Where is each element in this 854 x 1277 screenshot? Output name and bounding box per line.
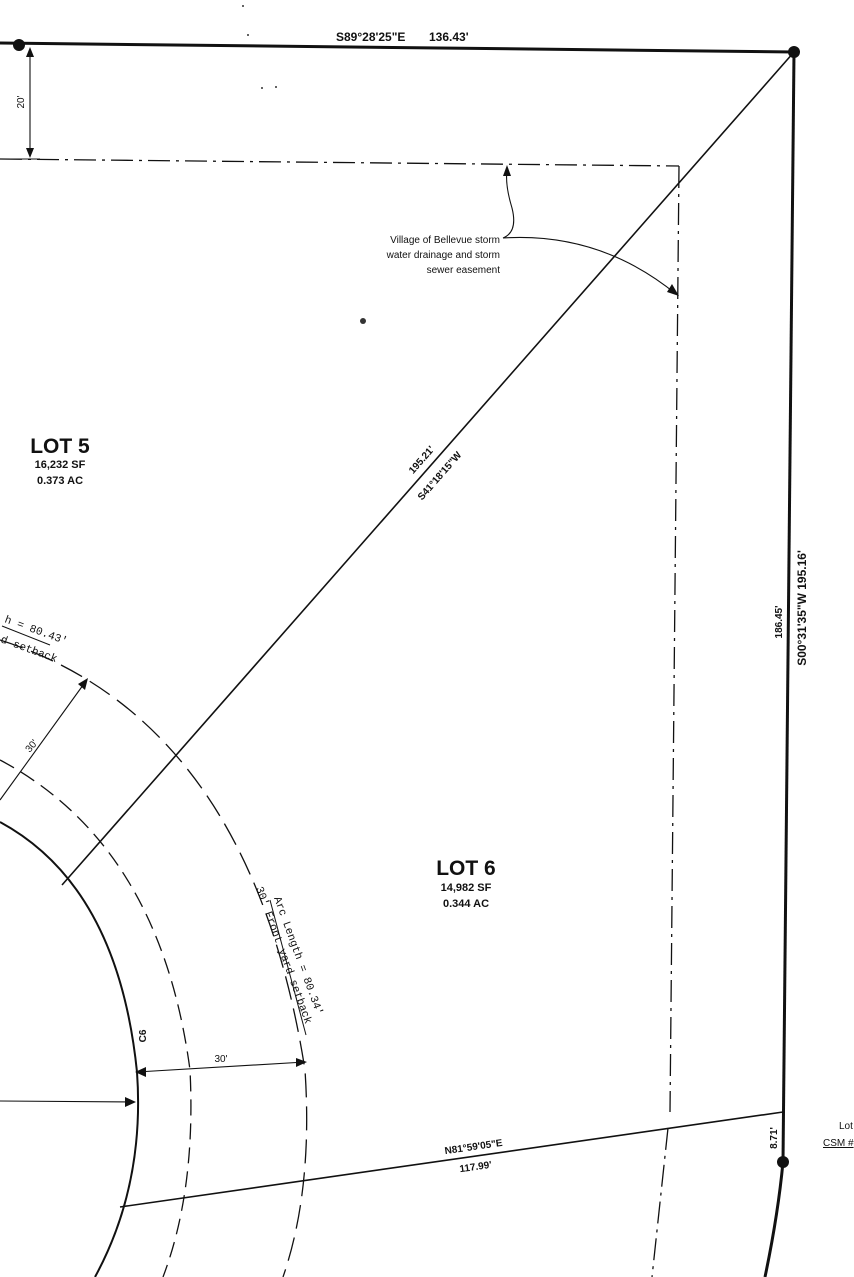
upper-setback-value: 30' xyxy=(24,738,41,755)
lower-setback-value: 30' xyxy=(214,1054,227,1065)
north-distance-label: 136.43' xyxy=(429,30,469,44)
lot-5-area-ac: 0.373 AC xyxy=(37,475,83,487)
upper-setback-dimension xyxy=(0,680,87,801)
east-boundary-line xyxy=(781,51,796,1163)
short-segment-label: 8.71' xyxy=(769,1127,780,1149)
south-bearing-label: N81°59'05"E xyxy=(444,1138,504,1157)
lot-5-area-sf: 16,232 SF xyxy=(35,459,86,471)
easement-leader-right xyxy=(502,236,677,295)
south-lot-line xyxy=(119,1111,784,1208)
setback-arc-outer xyxy=(0,639,308,1277)
easement-top-line xyxy=(0,158,680,167)
corner-monument-ne xyxy=(788,46,800,58)
corner-monument-se xyxy=(777,1156,789,1168)
easement-leader-arrowhead-up xyxy=(503,165,511,176)
speck xyxy=(261,87,263,89)
upper-setback-arrow xyxy=(78,678,88,690)
top-offset-arrow-down xyxy=(26,148,34,158)
easement-note-line1: Village of Bellevue storm xyxy=(390,235,500,246)
lot-6-label: LOT 6 14,982 SF 0.344 AC xyxy=(436,857,496,910)
lot-6-area-sf: 14,982 SF xyxy=(441,882,492,894)
north-boundary-line xyxy=(0,41,795,54)
lot-5-title: LOT 5 xyxy=(30,435,90,458)
east-segment-label: 186.45' xyxy=(774,606,785,639)
easement-lines xyxy=(0,158,680,1277)
south-distance-label: 117.99' xyxy=(459,1160,493,1176)
easement-south-extension xyxy=(651,1127,669,1277)
easement-note: Village of Bellevue storm water drainage… xyxy=(386,235,501,276)
easement-side-line xyxy=(669,165,680,1113)
lower-setback-arrow-left xyxy=(135,1067,146,1077)
easement-leader-up xyxy=(502,169,515,239)
curve-radius-arrow xyxy=(125,1097,136,1107)
lot-5-label: LOT 5 16,232 SF 0.373 AC xyxy=(30,435,90,487)
setback-arcs xyxy=(0,639,308,1277)
scan-specks xyxy=(242,5,366,324)
curve-radius-line xyxy=(0,1100,135,1103)
speck xyxy=(360,318,366,324)
diagonal-distance-label: 195.21' xyxy=(407,444,437,476)
lower-arc-label-divider xyxy=(269,899,307,1036)
lot-6-title: LOT 6 xyxy=(436,857,496,880)
south-east-boundary xyxy=(763,1161,785,1277)
cul-de-sac-curve xyxy=(0,821,140,1277)
speck xyxy=(247,34,249,36)
lower-setback-dimension xyxy=(136,1061,306,1073)
corner-monument-nw xyxy=(13,39,25,51)
curve-id-label: C6 xyxy=(138,1029,149,1042)
lot-6-area-ac: 0.344 AC xyxy=(443,898,489,910)
easement-leader-arrowhead-right xyxy=(667,284,679,296)
lot-division-diagonal xyxy=(61,51,795,886)
north-bearing-label: S89°28'25"E xyxy=(336,30,405,44)
boundary-lines xyxy=(0,41,796,1277)
dimension-lines xyxy=(0,47,679,1107)
easement-note-line3: sewer easement xyxy=(427,265,501,276)
east-bearing-distance-label: S00°31'35"W 195.16' xyxy=(795,550,809,666)
lower-setback-arrow-right xyxy=(296,1058,307,1067)
easement-note-line2: water drainage and storm xyxy=(386,250,500,261)
upper-arc-label-divider xyxy=(1,625,51,646)
speck xyxy=(242,5,244,7)
corner-note-line1: Lot xyxy=(839,1121,853,1132)
top-offset-label: 20' xyxy=(16,95,27,108)
corner-note-line2: CSM # xyxy=(823,1138,854,1149)
setback-arc-inner xyxy=(0,759,192,1277)
speck xyxy=(275,86,277,88)
top-offset-arrow-up xyxy=(26,47,34,57)
